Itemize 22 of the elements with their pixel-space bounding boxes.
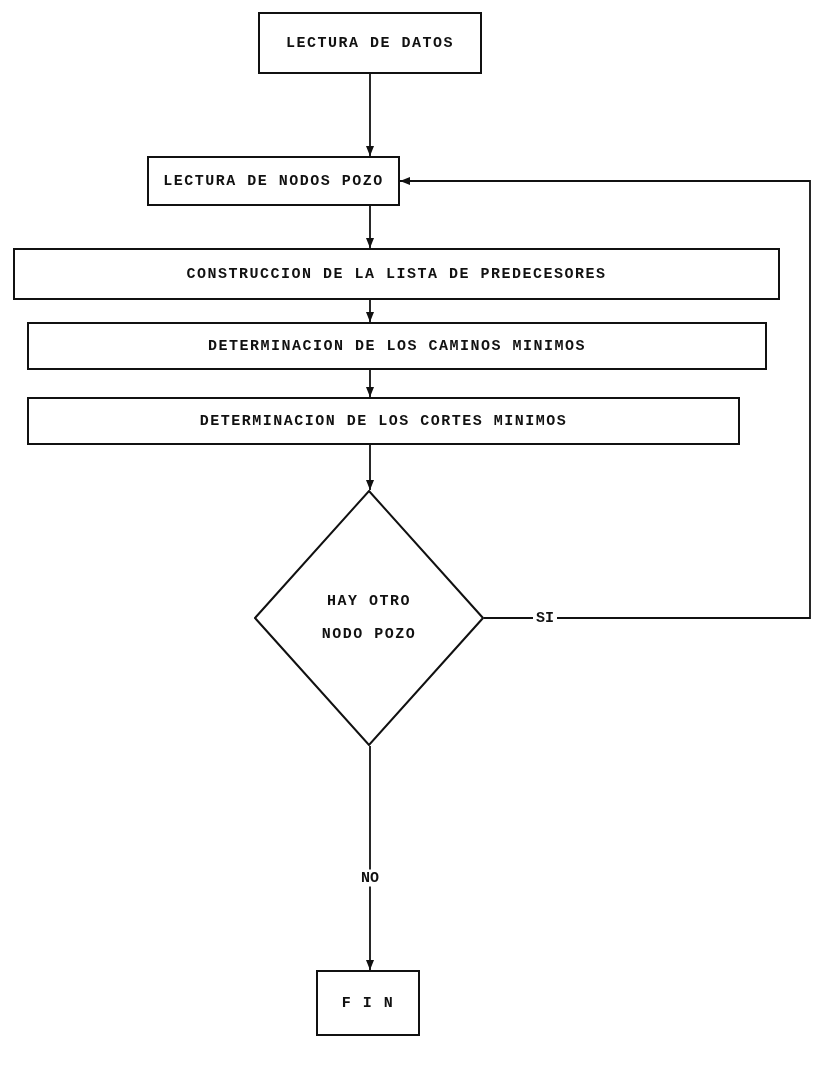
arrow xyxy=(399,177,811,619)
arrow xyxy=(366,205,374,249)
arrow xyxy=(366,745,374,971)
process-box xyxy=(27,397,740,445)
node-text: DETERMINACION DE LOS CAMINOS MINIMOS xyxy=(207,337,587,355)
node-text: CONSTRUCCION DE LA LISTA DE PREDECESORES xyxy=(186,265,607,283)
process-box xyxy=(147,156,400,206)
arrow xyxy=(366,369,374,398)
node-text: LECTURA DE DATOS xyxy=(286,34,454,52)
process-box xyxy=(13,248,780,300)
node-text: DETERMINACION DE LOS CORTES MINIMOS xyxy=(199,412,568,430)
process-box xyxy=(258,12,482,74)
node-text: LECTURA DE NODOS POZO xyxy=(163,172,384,190)
arrow xyxy=(366,444,374,491)
arrow xyxy=(366,73,374,157)
arrow xyxy=(366,299,374,323)
process-box xyxy=(316,970,420,1036)
decision-diamond xyxy=(254,490,484,746)
node-text: F I N xyxy=(341,994,395,1012)
edge-label: NO xyxy=(358,869,382,887)
process-box xyxy=(27,322,767,370)
node-text: HAY OTRO NODO POZO xyxy=(320,592,418,645)
